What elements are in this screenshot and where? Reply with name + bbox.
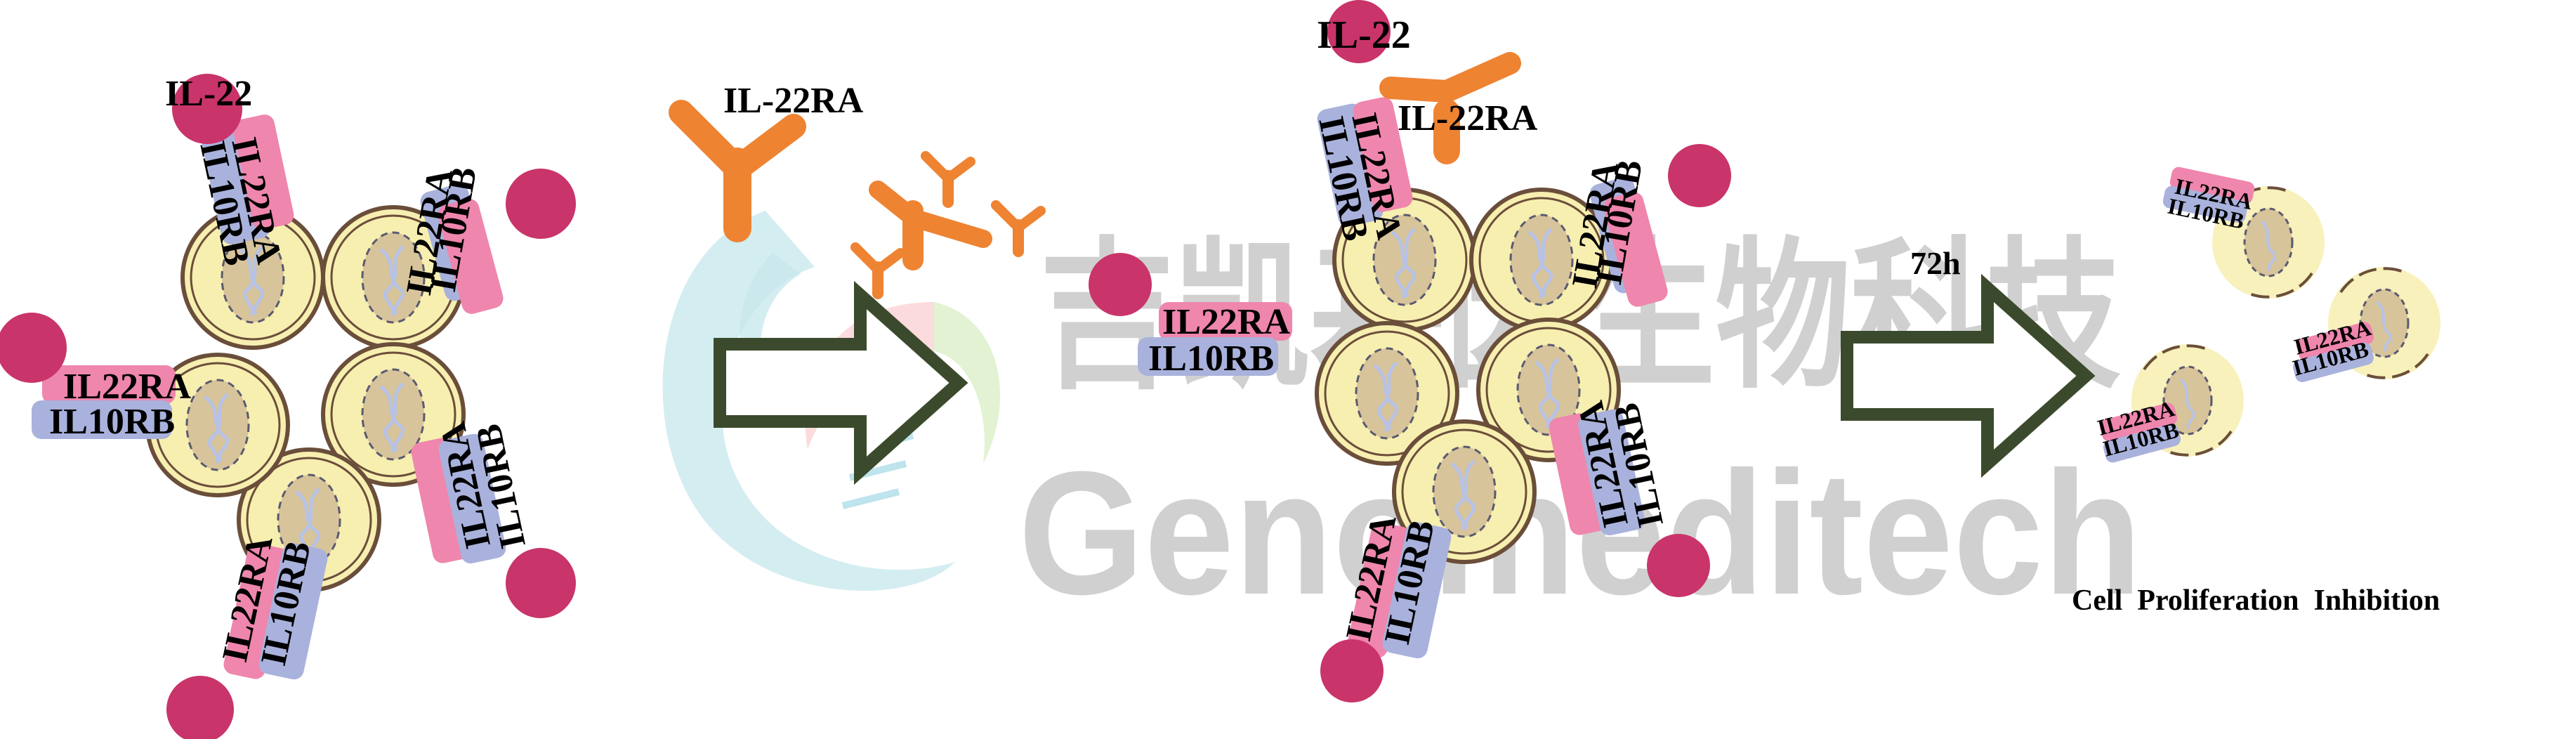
il22-ligand: [506, 169, 576, 239]
stage2-receptor-lower-right: IL22RA IL10RB: [1549, 398, 1710, 597]
stage3-cells: IL22RA IL10RB IL22RA IL10RB IL22RA IL10R…: [2094, 166, 2442, 463]
stage2-receptor-top: IL22RA IL10RB IL-22: [1310, 0, 1413, 244]
il22-ligand: [1668, 144, 1731, 207]
stage1-receptor-left: IL22RA IL10RB: [0, 313, 191, 442]
receptor-a-label: IL22RA: [63, 367, 191, 407]
stage1-receptor-lower-right: IL22RA IL10RB: [411, 419, 576, 618]
il22-ligand: [1320, 639, 1384, 702]
antibody-label: IL-22RA: [723, 81, 864, 121]
small-cell-group: IL22RA IL10RB: [2094, 343, 2245, 463]
stage1-receptor-right: IL10RB IL22RA: [399, 164, 576, 314]
il22-ligand: [172, 74, 242, 144]
result-label: Cell Proliferation Inhibition: [2072, 584, 2440, 617]
il22-ligand: [166, 676, 234, 739]
il22ra-antibody-small: [996, 205, 1041, 251]
time-label: 72h: [1910, 245, 1961, 281]
stage1-receptor-bottom: IL22RA IL10RB: [166, 532, 328, 739]
il22-ligand: [506, 548, 576, 618]
stage2-receptor-left: IL22RA IL10RB: [1089, 253, 1292, 379]
il22-ligand: [1327, 0, 1391, 63]
il22ra-antibody-medium: [869, 181, 992, 270]
receptor-a-label: IL22RA: [1162, 302, 1290, 342]
small-cell-group: IL22RA IL10RB: [2162, 166, 2326, 300]
stage1-receptor-top: IL22RA IL10RB IL-22: [165, 74, 294, 269]
stage2-receptor-right: IL10RB IL22RA: [1565, 144, 1731, 307]
ligand-label: IL-22: [165, 74, 252, 114]
il22-ligand: [0, 313, 67, 383]
il22-ligand: [1089, 253, 1152, 316]
il22ra-antibody-small: [855, 247, 900, 294]
il22ra-antibody-small: [926, 156, 971, 202]
il22ra-antibody-large: IL-22RA: [681, 81, 864, 228]
ligand-label: IL-22: [1317, 13, 1411, 57]
stage2-antibody: IL-22RA: [1379, 52, 1538, 164]
receptor-b-label: IL10RB: [49, 402, 175, 442]
small-cell-group: IL22RA IL10RB: [2289, 266, 2442, 382]
receptor-b-label: IL10RB: [1148, 339, 1274, 379]
watermark: 吉凯基因生物科技 Genomeditech: [662, 211, 2142, 631]
antibody-label: IL-22RA: [1398, 98, 1538, 138]
il22-ligand: [1647, 534, 1710, 597]
